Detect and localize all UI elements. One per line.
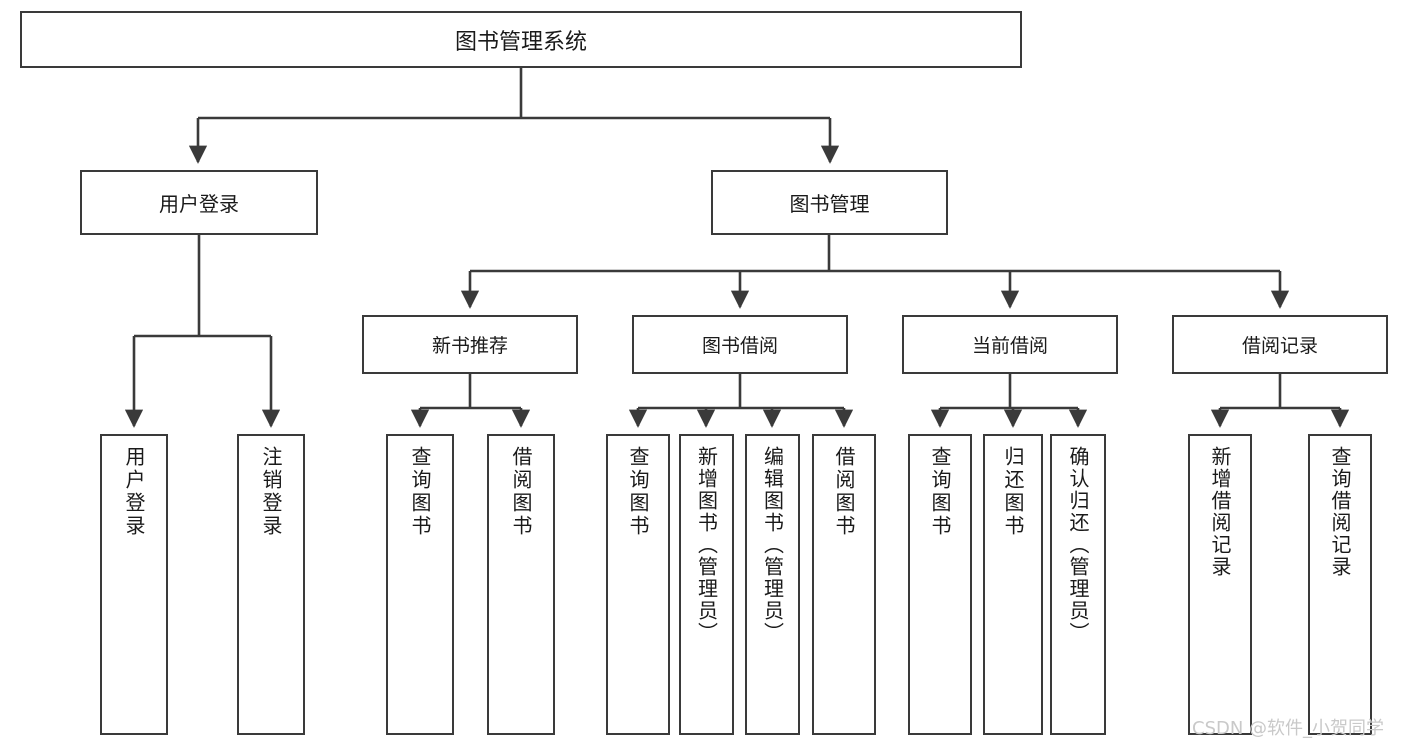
leaf-edit-book-admin-label: 编辑图书（管理员） <box>760 446 785 644</box>
leaf-return-book-label: 归还图书 <box>1001 446 1025 538</box>
node-user-login-label: 用户登录 <box>159 192 239 216</box>
node-book-borrow-label: 图书借阅 <box>701 335 778 357</box>
leaf-query-borrow-record[interactable]: 查询借阅记录 <box>1308 434 1372 735</box>
leaf-query-book-recommend-label: 查询图书 <box>408 446 432 538</box>
node-borrow-record-label: 借阅记录 <box>1241 335 1318 357</box>
csdn-watermark: CSDN @软件_小贺同学 <box>1192 718 1385 739</box>
leaf-borrow-book-recommend-label: 借阅图书 <box>509 446 533 538</box>
leaf-add-borrow-record-label: 新增借阅记录 <box>1208 446 1232 578</box>
node-current-borrow-label: 当前借阅 <box>971 335 1048 357</box>
node-book-management[interactable]: 图书管理 <box>711 170 948 235</box>
leaf-query-book-current[interactable]: 查询图书 <box>908 434 972 735</box>
leaf-query-book-current-label: 查询图书 <box>928 446 952 538</box>
leaf-borrow-book-label: 借阅图书 <box>832 446 856 538</box>
leaf-add-borrow-record[interactable]: 新增借阅记录 <box>1188 434 1252 735</box>
leaf-add-book-admin[interactable]: 新增图书（管理员） <box>679 434 734 735</box>
leaf-confirm-return-admin[interactable]: 确认归还（管理员） <box>1050 434 1106 735</box>
leaf-edit-book-admin[interactable]: 编辑图书（管理员） <box>745 434 800 735</box>
leaf-query-book-borrow[interactable]: 查询图书 <box>606 434 670 735</box>
node-current-borrow[interactable]: 当前借阅 <box>902 315 1118 374</box>
node-book-borrow[interactable]: 图书借阅 <box>632 315 848 374</box>
leaf-query-book-recommend[interactable]: 查询图书 <box>386 434 454 735</box>
leaf-return-book[interactable]: 归还图书 <box>983 434 1043 735</box>
leaf-user-logout[interactable]: 注销登录 <box>237 434 305 735</box>
node-borrow-record[interactable]: 借阅记录 <box>1172 315 1388 374</box>
leaf-query-book-borrow-label: 查询图书 <box>626 446 650 538</box>
node-root-label: 图书管理系统 <box>454 29 587 55</box>
leaf-user-logout-label: 注销登录 <box>259 446 283 538</box>
leaf-confirm-return-admin-label: 确认归还（管理员） <box>1066 446 1090 644</box>
leaf-user-login-label: 用户登录 <box>122 446 146 538</box>
leaf-borrow-book-recommend[interactable]: 借阅图书 <box>487 434 555 735</box>
leaf-query-borrow-record-label: 查询借阅记录 <box>1328 446 1352 578</box>
leaf-user-login[interactable]: 用户登录 <box>100 434 168 735</box>
node-new-book-recommend-label: 新书推荐 <box>431 335 508 357</box>
leaf-borrow-book[interactable]: 借阅图书 <box>812 434 876 735</box>
node-new-book-recommend[interactable]: 新书推荐 <box>362 315 578 374</box>
node-book-management-label: 图书管理 <box>789 192 870 216</box>
leaf-add-book-admin-label: 新增图书（管理员） <box>694 446 719 644</box>
node-root[interactable]: 图书管理系统 <box>20 11 1022 68</box>
node-user-login[interactable]: 用户登录 <box>80 170 318 235</box>
